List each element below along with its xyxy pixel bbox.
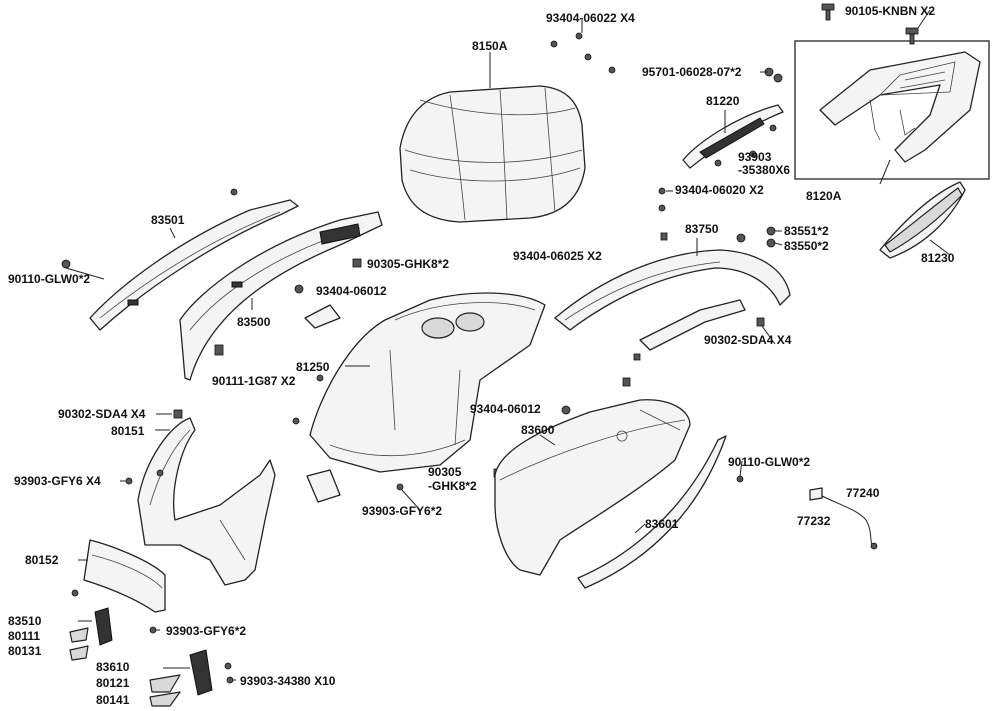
screw-80151-b [156,469,164,477]
screw-90111 [292,417,300,425]
clip-83750-a [660,232,668,241]
label-90302-a: 90302-SDA4 X4 [704,333,792,347]
label-90302-b: 90302-SDA4 X4 [58,407,146,421]
label-80111: 80111 [8,629,40,643]
latch-bracket [306,469,341,503]
label-83610: 83610 [96,660,130,674]
label-93903-gfy6-c: 93903-GFY6*2 [166,624,246,638]
label-81220: 81220 [706,94,740,108]
rear-rack-8120A [819,51,981,163]
screw-93903-gfy6-b [396,483,404,491]
side-rail-83500 [179,211,383,381]
label-93404-06025: 93404-06025 X2 [513,249,602,263]
label-83750: 83750 [685,222,719,236]
label-93903-gfy6-a: 93903-GFY6 X4 [14,474,101,488]
label-93404-06022: 93404-06022 X4 [546,11,635,25]
clip-left-1 [214,344,224,356]
label-95701: 95701-06028-07*2 [642,65,742,79]
label-83600: 83600 [521,423,555,437]
label-83510: 83510 [8,614,42,628]
label-83550: 83550*2 [784,239,829,253]
label-83601: 83601 [645,517,679,531]
label-93404-06020: 93404-06020 X2 [675,183,764,197]
rear-rail-83750 [554,249,791,351]
screws-top-right [550,32,783,248]
screw-93903-34380-a [224,662,232,670]
reflector-set-right [149,649,213,707]
side-rail-83501 [89,199,299,331]
panel-80152 [83,539,166,613]
grommet-90110-b [736,475,744,483]
label-93404-06012-a: 93404-06012 [316,284,387,298]
inner-panel-80151 [137,417,276,586]
screw-93404-06012-b [561,405,571,415]
label-83551: 83551*2 [784,224,829,238]
label-93903-gfy6-b: 93903-GFY6*2 [362,504,442,518]
clip-90302-b [756,317,765,327]
screw-93903-gfy6-a [125,477,133,485]
luggage-box-81250 [309,292,546,473]
label-8150A: 8150A [472,39,508,53]
label-80141: 80141 [96,693,130,707]
screw-93404-06012-a [294,284,304,294]
label-93404-06012-b: 93404-06012 [470,402,541,416]
clip-83750-c [633,353,641,361]
label-90105: 90105-KNBN X2 [845,4,935,18]
label-90305-a: 90305-GHK8*2 [367,257,449,271]
label-80152: 80152 [25,553,59,567]
part-labels: 93404-06022 X4 90105-KNBN X2 8150A 95701… [8,4,955,707]
label-83500: 83500 [237,315,271,329]
label-81250: 81250 [296,360,330,374]
clip-83750-b [622,377,631,387]
reflector-set-left [69,607,113,661]
trim-83601 [577,435,727,589]
bracket-77232 [809,487,823,501]
clip-90302-a [173,409,183,419]
cap-piece [304,304,341,329]
top-case-8150A [399,85,586,223]
side-cover-83600 [494,399,691,576]
screw-80152 [71,589,79,597]
screw-90111-b [316,374,324,382]
panel-81230 [879,181,966,259]
label-90305-b2: -GHK8*2 [428,479,477,493]
grommet-90110-a [61,259,71,269]
bolt-90105 [821,3,919,45]
label-80151: 80151 [111,424,145,438]
label-77232: 77232 [797,514,831,528]
label-90110-a: 90110-GLW0*2 [8,272,90,286]
label-90111: 90111-1G87 X2 [212,374,296,388]
label-90305-b: 90305 [428,465,462,479]
screw-left-top [230,188,238,196]
clip-90305-a [352,258,362,268]
label-93903-35380: 93903 [738,150,772,164]
label-8120A: 8120A [806,189,842,203]
label-83501: 83501 [151,213,185,227]
label-90110-b: 90110-GLW0*2 [728,455,810,469]
label-81230: 81230 [921,251,955,265]
leader-lines [65,159,891,681]
label-77240: 77240 [846,486,880,500]
label-80121: 80121 [96,676,130,690]
label-93903-34380: 93903-34380 X10 [240,674,336,688]
label-80131: 80131 [8,644,42,658]
label-93903-35380-b: -35380X6 [738,163,790,177]
panel-81220 [682,104,784,169]
